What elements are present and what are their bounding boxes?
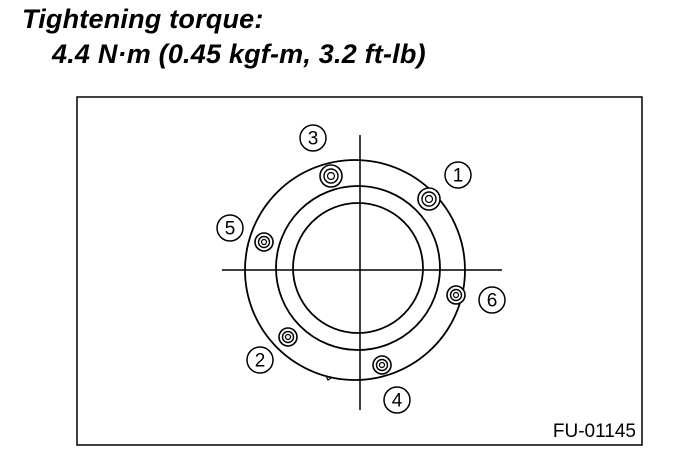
torque-label: Tightening torque: xyxy=(22,4,264,34)
callout-5: 5 xyxy=(216,214,244,242)
flange-outer-edge xyxy=(244,159,466,381)
flange-notch xyxy=(325,375,332,381)
callout-6: 6 xyxy=(478,286,506,314)
bolt-5 xyxy=(254,232,274,252)
bolt-2 xyxy=(278,327,298,347)
callout-4-label: 4 xyxy=(392,391,403,412)
callout-4: 4 xyxy=(383,386,411,414)
torque-value: 4.4 N·m (0.45 kgf-m, 3.2 ft-lb) xyxy=(52,39,426,69)
callout-6-label: 6 xyxy=(487,291,498,312)
torque-heading: Tightening torque: 4.4 N·m (0.45 kgf-m, … xyxy=(22,2,426,72)
callout-2-label: 2 xyxy=(255,351,266,372)
figure-frame xyxy=(76,96,643,446)
callout-2: 2 xyxy=(246,346,274,374)
callout-3-label: 3 xyxy=(308,129,319,150)
callout-1-label: 1 xyxy=(453,166,464,187)
bolt-3 xyxy=(319,164,343,188)
callout-1: 1 xyxy=(444,161,472,189)
bolt-1 xyxy=(417,187,441,211)
callout-5-label: 5 xyxy=(225,219,236,240)
center-bore xyxy=(292,202,424,334)
figure-id: FU-01145 xyxy=(553,421,636,442)
bolt-6 xyxy=(446,285,466,305)
bolt-4 xyxy=(372,355,392,375)
flange-inner-step xyxy=(275,185,441,351)
callout-3: 3 xyxy=(299,124,327,152)
